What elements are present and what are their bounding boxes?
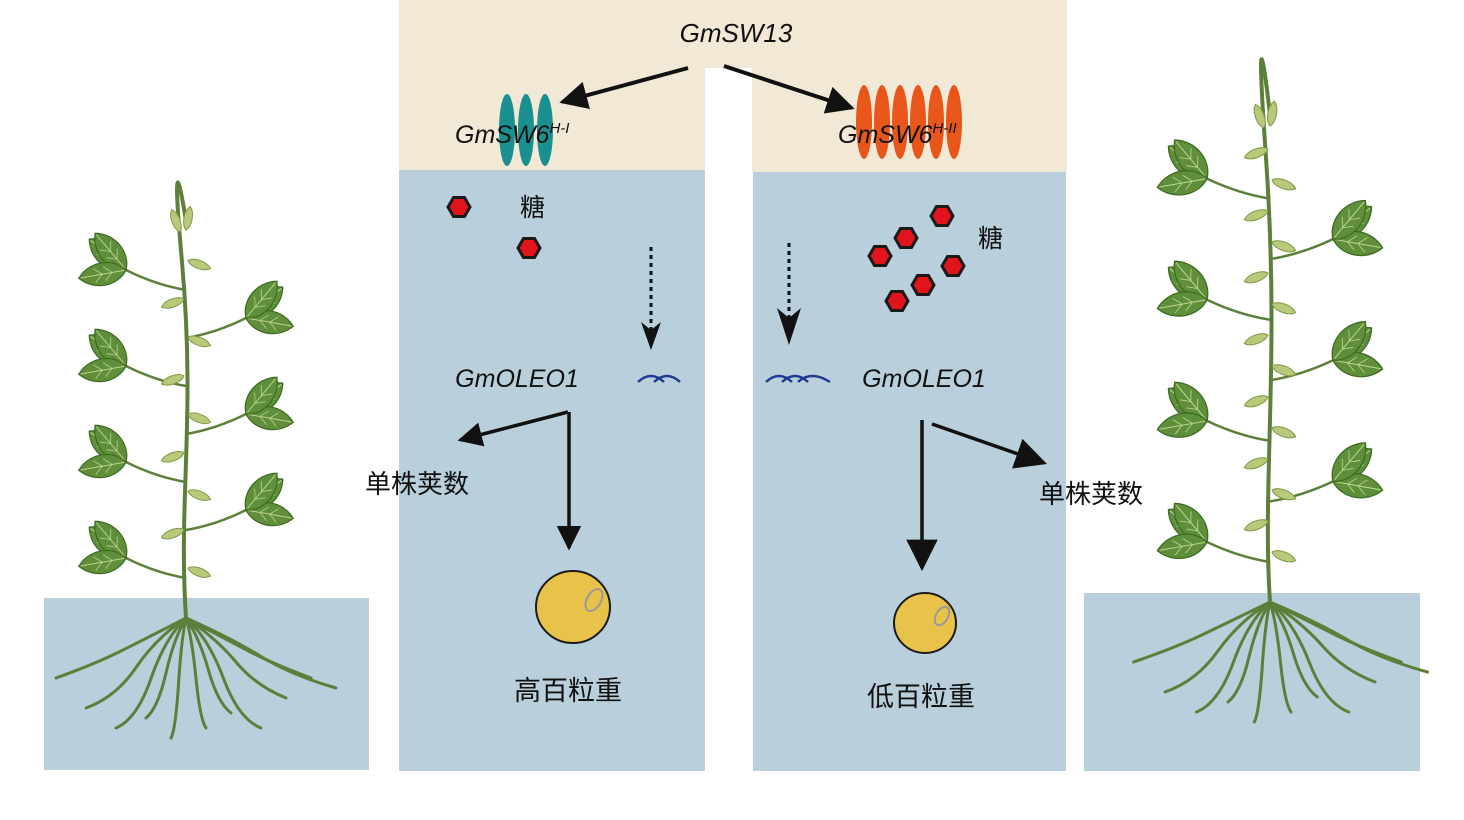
sugar-hexagon bbox=[893, 227, 919, 249]
plant-pod bbox=[1269, 423, 1298, 442]
orange-oval bbox=[928, 85, 944, 159]
sugar-hexagon bbox=[910, 274, 936, 296]
right-target-gene-label: GmOLEO1 bbox=[862, 365, 986, 393]
plant-roots bbox=[1132, 600, 1429, 724]
right-oleosin-mark bbox=[765, 374, 831, 384]
left-pods-arrow bbox=[457, 410, 569, 447]
right-sugar-group bbox=[867, 205, 966, 312]
teal-oval bbox=[499, 94, 515, 166]
teal-oval bbox=[537, 94, 553, 166]
plant-leaves bbox=[1154, 131, 1386, 564]
plant-pod bbox=[1242, 206, 1271, 225]
right-seed bbox=[893, 592, 957, 654]
left-sugar-label: 糖 bbox=[520, 193, 545, 222]
plant-pod bbox=[1242, 268, 1271, 287]
sugar-hexagon bbox=[884, 290, 910, 312]
right-dotted-arrow-head bbox=[777, 308, 801, 345]
arrow-to-left-variant bbox=[559, 66, 689, 109]
plant-pod bbox=[186, 409, 213, 427]
plant-stem bbox=[1259, 57, 1274, 603]
right-pods-arrow bbox=[931, 422, 1047, 469]
right-variant-gene-label: GmSW6H-II bbox=[838, 120, 957, 149]
sugar-hexagon bbox=[516, 237, 542, 259]
plant-leaves bbox=[76, 225, 296, 580]
orange-oval bbox=[874, 85, 890, 159]
right-panel bbox=[753, 172, 1066, 771]
plant-pod bbox=[1242, 330, 1271, 349]
right-soybean-plant bbox=[1132, 57, 1429, 724]
center-gap bbox=[705, 68, 752, 778]
left-dotted-arrow-head bbox=[641, 322, 661, 350]
left-panel bbox=[399, 170, 705, 771]
orange-oval bbox=[946, 85, 962, 159]
plant-pod bbox=[1269, 299, 1298, 318]
plant-pod bbox=[1269, 237, 1298, 256]
left-soybean-plant bbox=[54, 180, 338, 740]
plant-roots bbox=[54, 616, 338, 740]
left-pods-label: 单株荚数 bbox=[365, 470, 469, 500]
sugar-hexagon bbox=[867, 245, 893, 267]
right-soil bbox=[1084, 593, 1420, 771]
plant-pod bbox=[159, 448, 186, 466]
left-variant-gene-label: GmSW6H-I bbox=[455, 120, 569, 149]
plant-pod bbox=[1242, 392, 1271, 411]
sugar-hexagon bbox=[929, 205, 955, 227]
plant-pod bbox=[1242, 516, 1271, 535]
orange-oval bbox=[892, 85, 908, 159]
right-seed-label: 低百粒重 bbox=[867, 682, 975, 713]
plant-pod bbox=[1242, 454, 1271, 473]
plant-pod bbox=[159, 294, 186, 312]
plant-pod bbox=[159, 525, 186, 543]
right-pods-label: 单株荚数 bbox=[1039, 480, 1143, 510]
plant-pod bbox=[1269, 175, 1298, 194]
teal-oval bbox=[518, 94, 534, 166]
arrow-to-right-variant bbox=[723, 64, 855, 114]
plant-pod bbox=[186, 256, 213, 274]
sugar-hexagon bbox=[446, 196, 472, 218]
left-oleosin-mark bbox=[637, 374, 681, 383]
plant-stem bbox=[175, 180, 190, 619]
top-gene-label: GmSW13 bbox=[680, 18, 793, 48]
plant-pod bbox=[186, 486, 213, 504]
left-seed bbox=[535, 570, 611, 644]
beige-header-right bbox=[752, 0, 1067, 172]
right-sugar-label: 糖 bbox=[978, 224, 1003, 253]
left-seed-label: 高百粒重 bbox=[514, 676, 622, 707]
orange-oval bbox=[856, 85, 872, 159]
plant-pod bbox=[1269, 547, 1298, 566]
plant-pod bbox=[186, 563, 213, 581]
left-target-gene-label: GmOLEO1 bbox=[455, 365, 579, 393]
right-variant-ovals bbox=[856, 85, 962, 159]
orange-oval bbox=[910, 85, 926, 159]
sugar-hexagon bbox=[940, 255, 966, 277]
left-sugar-group bbox=[446, 196, 542, 259]
left-variant-ovals bbox=[499, 94, 553, 166]
